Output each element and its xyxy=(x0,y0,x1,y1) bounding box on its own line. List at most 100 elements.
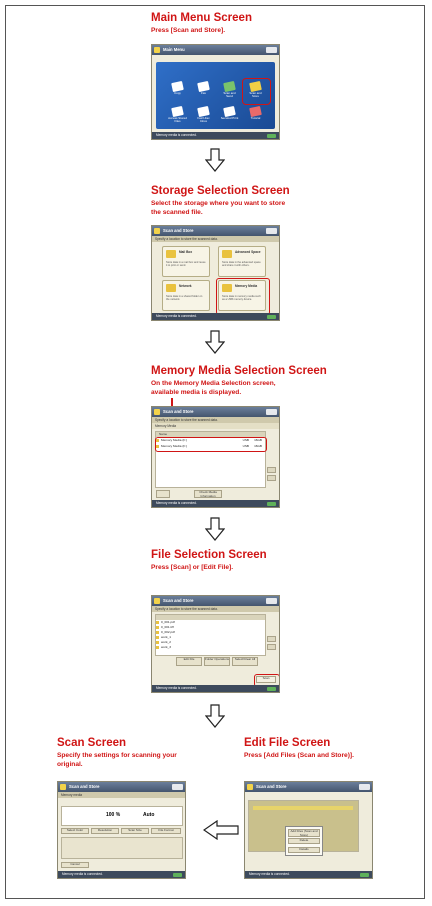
tile-fax: Fax xyxy=(194,80,213,100)
panel-footer: Memory media is connected. xyxy=(156,501,197,505)
media-desc: On the Memory Media Selection screen, av… xyxy=(151,380,276,396)
list-item: work_1 xyxy=(155,635,264,640)
panel-sub: Specify a location to store the scanned … xyxy=(152,606,279,612)
scroll-up-button xyxy=(267,467,276,473)
media-list-highlight xyxy=(155,437,267,452)
scan-size-button: Scan Size xyxy=(121,828,149,834)
scroll-down-button xyxy=(267,475,276,481)
edit-file-button: Edit File xyxy=(176,657,202,666)
main-menu-desc: Press [Scan and Store]. xyxy=(151,27,226,34)
resolution-button: Resolution xyxy=(91,828,119,834)
panel-header: Scan and Store xyxy=(69,784,100,789)
storage-title: Storage Selection Screen xyxy=(151,185,290,197)
edit-screenshot: Scan and Store Add Files (Scan and Store… xyxy=(244,781,373,879)
list-item: 0_002.pdf xyxy=(155,630,264,635)
options-area xyxy=(61,837,183,859)
memory-media-icon xyxy=(222,284,232,292)
page-frame xyxy=(5,5,425,899)
panel-header: Scan and Store xyxy=(256,784,287,789)
fax-icon xyxy=(197,80,210,93)
panel-footer: Memory media is connected. xyxy=(249,872,290,876)
scan-store-icon xyxy=(154,598,160,604)
scroll-down-button xyxy=(267,644,276,650)
scan-desc: Specify the settings for scanning your o… xyxy=(57,752,177,768)
mailbox-icon xyxy=(166,250,176,258)
file-format-button: File Format xyxy=(151,828,181,834)
scan-store-icon xyxy=(154,47,160,53)
panel-header-button xyxy=(172,784,183,790)
check-media-button: Check Media Information xyxy=(194,490,222,498)
folder-icon xyxy=(156,646,159,649)
storage-desc: Select the storage where you want to sto… xyxy=(151,200,286,216)
tile-scan-send: Scan and Send xyxy=(220,80,239,100)
file-icon xyxy=(156,631,159,634)
folder-operations-button: Folder Operations xyxy=(204,657,230,666)
down-arrow-icon xyxy=(205,517,225,541)
media-title: Memory Media Selection Screen xyxy=(151,365,327,377)
file-screenshot: Scan and Store Specify a location to sto… xyxy=(151,595,280,693)
scan-store-icon xyxy=(247,784,253,790)
scan-store-icon xyxy=(154,228,160,234)
panel-sub: Specify a location to store the scanned … xyxy=(152,236,279,242)
panel-footer: Memory media is connected. xyxy=(62,872,103,876)
file-table xyxy=(155,614,266,656)
table-header xyxy=(156,615,265,620)
panel-header-button xyxy=(266,598,277,604)
list-item: work_3 xyxy=(155,645,264,650)
panel-header-button xyxy=(359,784,370,790)
panel-header-button xyxy=(266,409,277,415)
panel-footer: Memory media is connected. xyxy=(156,314,197,318)
file-icon xyxy=(156,621,159,624)
ok-icon xyxy=(267,133,276,138)
panel-sub: Memory media xyxy=(58,792,185,798)
memory-media-icon xyxy=(156,445,159,448)
cancel-button: Cancel xyxy=(61,862,89,868)
tile-inbox: Fax/I-Fax Inbox xyxy=(194,105,213,125)
scan-title: Scan Screen xyxy=(57,737,127,749)
memory-media-icon xyxy=(156,439,159,442)
file-icon xyxy=(156,626,159,629)
tile-scan-store: Scan and Store xyxy=(246,80,265,100)
details-button: Details xyxy=(288,847,320,853)
network-icon xyxy=(166,284,176,292)
edit-desc: Press [Add Files (Scan and Store)]. xyxy=(244,752,354,759)
scan-store-highlight xyxy=(242,78,271,105)
media-screenshot: Scan and Store Specify a location to sto… xyxy=(151,406,280,508)
ok-icon xyxy=(360,872,369,877)
panel-header-button xyxy=(266,47,277,53)
list-item: 0_001.tiff xyxy=(155,625,264,630)
tile-secured-print: Secured Print xyxy=(220,105,239,125)
ok-icon xyxy=(173,872,182,877)
add-files-button: Add Files (Scan and Store) xyxy=(288,829,320,837)
scan-store-icon xyxy=(60,784,66,790)
panel-header-button xyxy=(266,228,277,234)
folder-icon xyxy=(156,636,159,639)
main-menu-title: Main Menu Screen xyxy=(151,12,252,24)
panel-sub2: Memory Media xyxy=(152,423,279,429)
tile-access-files: Access Stored Files xyxy=(168,105,187,125)
table-header: Name xyxy=(156,432,265,437)
ok-icon xyxy=(267,686,276,691)
ok-icon xyxy=(267,314,276,319)
file-title: File Selection Screen xyxy=(151,549,267,561)
select-all-button: Select/Clear All xyxy=(232,657,258,666)
panel-footer: Memory media is connected. xyxy=(156,133,197,137)
media-table: Name xyxy=(155,431,266,488)
list-item: work_2 xyxy=(155,640,264,645)
tile-tutorial: Tutorial xyxy=(246,105,265,125)
scroll-up-button xyxy=(267,636,276,642)
copy-icon xyxy=(171,80,184,93)
select-color-button: Select Color xyxy=(61,828,89,834)
folder-icon xyxy=(156,641,159,644)
panel-footer: Memory media is connected. xyxy=(156,686,197,690)
settings-summary xyxy=(61,806,183,826)
edit-title: Edit File Screen xyxy=(244,737,331,749)
left-arrow-icon xyxy=(203,820,239,840)
panel-header: Main Menu xyxy=(163,47,185,52)
